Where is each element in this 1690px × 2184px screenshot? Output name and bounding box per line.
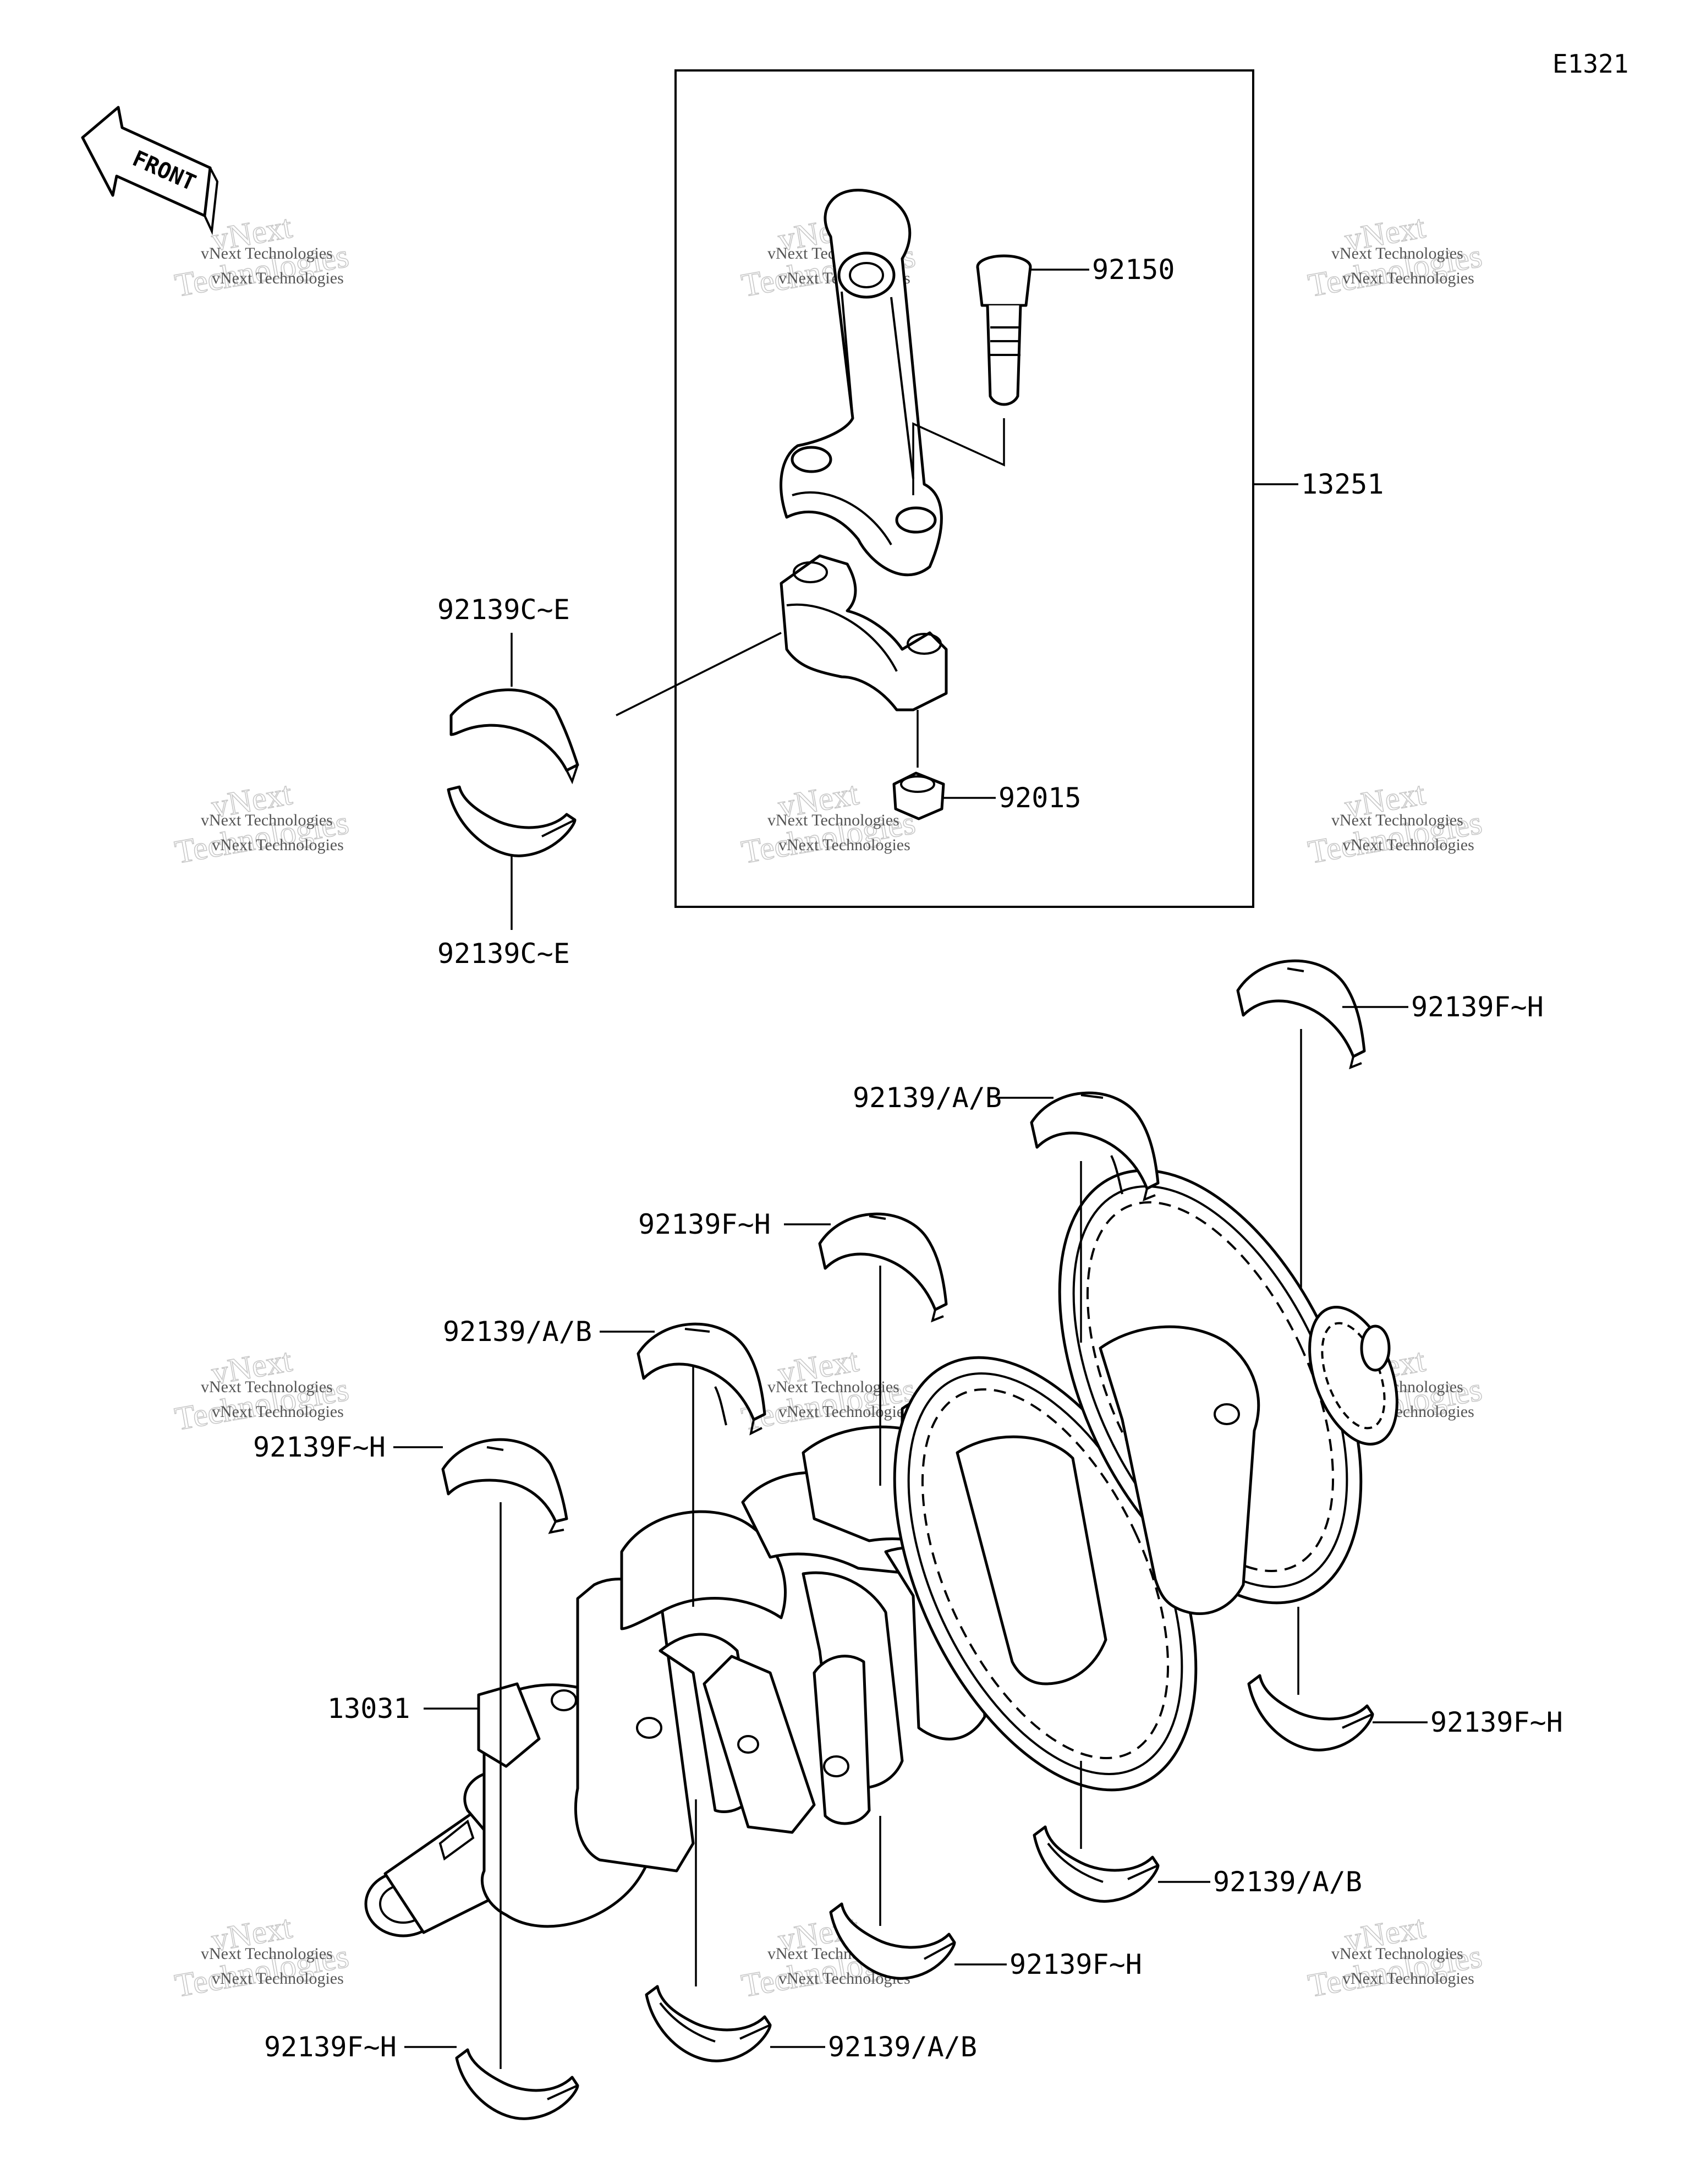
svg-text:vNext Technologies: vNext Technologies: [201, 1945, 333, 1963]
label-rod-bearing-lower: 92139C~E: [437, 938, 570, 970]
svg-text:vNext Technologies: vNext Technologies: [1342, 269, 1474, 287]
front-direction-arrow-icon: FRONT: [81, 106, 219, 236]
label-main-bearing-lower-5: 92139F~H: [1430, 1706, 1563, 1738]
label-crankshaft: 13031: [327, 1693, 410, 1725]
main-bearing-lower-5[interactable]: [1247, 1674, 1374, 1751]
label-main-bearing-upper-3: 92139F~H: [638, 1208, 771, 1240]
main-bearing-lower-4[interactable]: [1033, 1825, 1160, 1903]
svg-text:vNext Technologies: vNext Technologies: [212, 1969, 344, 1988]
label-nut: 92015: [998, 782, 1082, 814]
main-bearing-upper-2[interactable]: [637, 1322, 766, 1436]
svg-text:vNext Technologies: vNext Technologies: [778, 836, 910, 854]
rod-bearing-lower[interactable]: [447, 785, 577, 857]
label-main-bearing-lower-2: 92139/A/B: [828, 2031, 977, 2063]
label-main-bearing-upper-1: 92139F~H: [253, 1431, 386, 1463]
bolt-to-rod-leader: [912, 418, 1005, 495]
svg-text:vNext Technologies: vNext Technologies: [1331, 1945, 1463, 1963]
svg-text:vNext Technologies: vNext Technologies: [1342, 1969, 1474, 1988]
svg-text:vNext Technologies: vNext Technologies: [767, 1378, 899, 1396]
main-bearing-upper-1[interactable]: [441, 1438, 568, 1534]
main-bearing-lower-1[interactable]: [455, 2048, 579, 2120]
svg-text:vNext Technologies: vNext Technologies: [1342, 836, 1474, 854]
label-main-bearing-lower-3: 92139F~H: [1009, 1948, 1142, 1980]
svg-text:vNext Technologies: vNext Technologies: [778, 1403, 910, 1421]
connecting-rod-bolt[interactable]: [976, 254, 1032, 406]
connecting-rod-nut[interactable]: [892, 771, 945, 820]
label-main-bearing-upper-2: 92139/A/B: [443, 1316, 592, 1348]
connecting-rod-cap[interactable]: [780, 554, 948, 711]
diagram-code: E1321: [1552, 49, 1628, 79]
connecting-rod[interactable]: [780, 189, 943, 577]
main-bearing-lower-3[interactable]: [829, 1902, 956, 1980]
svg-text:vNext Technologies: vNext Technologies: [201, 244, 333, 262]
svg-text:vNext Technologies: vNext Technologies: [212, 836, 344, 854]
svg-text:vNext Technologies: vNext Technologies: [212, 269, 344, 287]
svg-text:vNext Technologies: vNext Technologies: [1331, 244, 1463, 262]
label-connecting-rod-assy: 13251: [1301, 468, 1384, 500]
label-bolt: 92150: [1092, 254, 1175, 286]
svg-text:vNext Technologies: vNext Technologies: [201, 1378, 333, 1396]
label-main-bearing-lower-4: 92139/A/B: [1213, 1866, 1362, 1898]
label-main-bearing-lower-1: 92139F~H: [264, 2031, 397, 2063]
main-bearing-top-right[interactable]: [1236, 959, 1366, 1070]
svg-text:vNext Technologies: vNext Technologies: [201, 811, 333, 829]
label-main-bearing-upper-4: 92139/A/B: [853, 1082, 1002, 1114]
rod-bearing-upper[interactable]: [449, 688, 579, 785]
rod-bearing-to-cap-leader: [616, 632, 782, 716]
crankshaft[interactable]: [364, 1124, 1423, 1937]
connecting-rod-assembly-box: [674, 69, 1254, 908]
svg-text:vNext Technologies: vNext Technologies: [212, 1403, 344, 1421]
main-bearing-lower-2[interactable]: [645, 1985, 772, 2062]
label-rod-bearing-upper: 92139C~E: [437, 594, 570, 626]
main-bearing-upper-3[interactable]: [818, 1212, 948, 1323]
label-main-bearing-top-right: 92139F~H: [1411, 991, 1544, 1023]
svg-text:vNext Technologies: vNext Technologies: [767, 811, 899, 829]
main-bearing-upper-4[interactable]: [1030, 1091, 1160, 1202]
svg-text:vNext Technologies: vNext Technologies: [1331, 811, 1463, 829]
